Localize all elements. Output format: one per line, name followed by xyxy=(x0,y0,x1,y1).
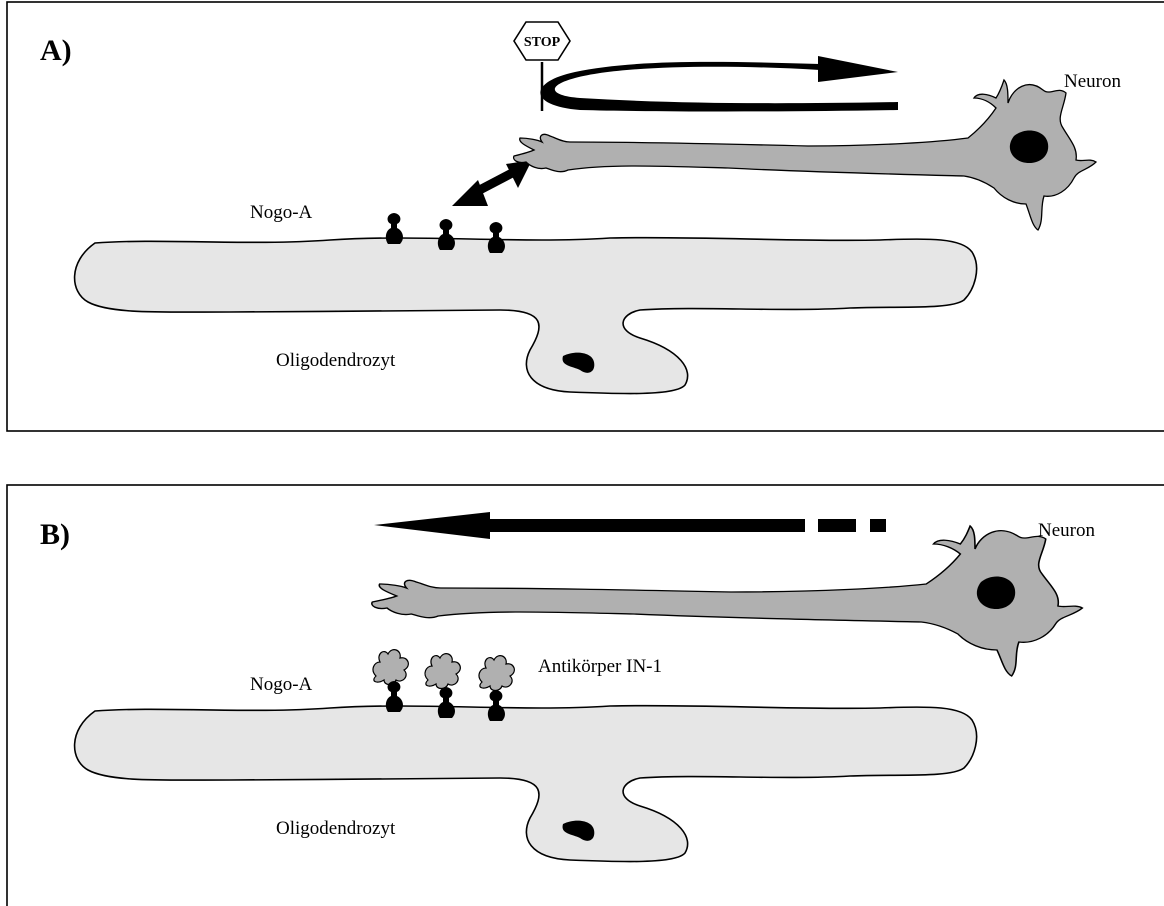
neuron-b xyxy=(372,526,1083,676)
antibody-label: Antikörper IN-1 xyxy=(538,656,662,677)
oligodendrocyte-a xyxy=(75,238,977,394)
stop-sign-text: STOP xyxy=(524,35,561,50)
oligodendrocyte-b xyxy=(75,706,977,862)
panel-b-label: B) xyxy=(40,518,70,551)
interaction-arrow xyxy=(452,160,532,206)
retraction-arrow xyxy=(540,56,898,112)
nogo-a-label-b: Nogo-A xyxy=(250,674,313,695)
oligodendrocyte-a-label: Oligodendrozyt xyxy=(276,350,396,371)
neuron-b-label: Neuron xyxy=(1038,520,1095,541)
panel-b: B) Neuron Oligodendrozyt Antikörper IN-1 xyxy=(7,485,1164,906)
neuron-a-label: Neuron xyxy=(1064,71,1121,92)
nogo-a-label-a: Nogo-A xyxy=(250,202,313,223)
panel-a-label: A) xyxy=(40,34,72,67)
panel-a: A) STOP Neuron Oligodendrozyt xyxy=(7,2,1164,431)
oligodendrocyte-b-label: Oligodendrozyt xyxy=(276,818,396,839)
growth-arrow xyxy=(374,512,886,539)
